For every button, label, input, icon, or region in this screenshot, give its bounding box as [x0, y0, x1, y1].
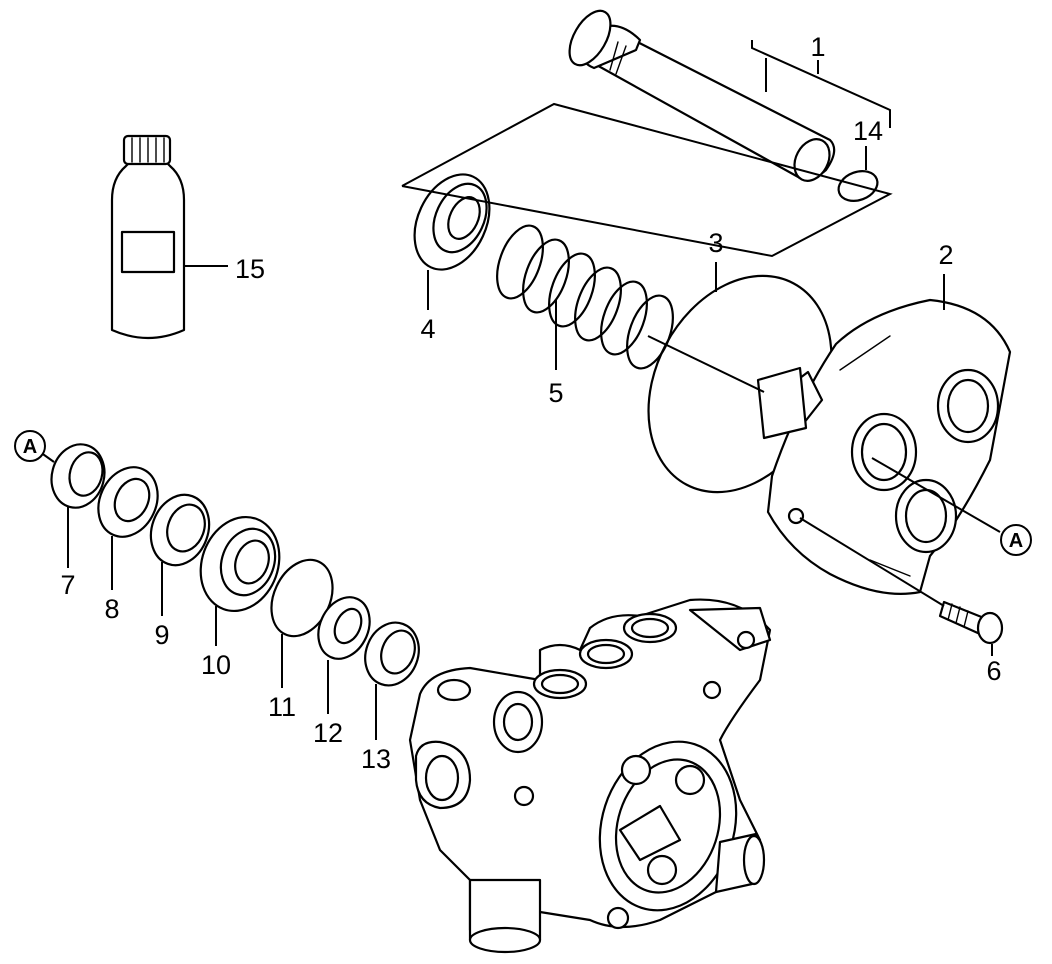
- callout-12: 12: [313, 718, 343, 748]
- seal-10-part: [199, 515, 281, 613]
- piston-part: [568, 9, 836, 182]
- seal-7-part: [50, 443, 106, 509]
- callout-14: 14: [853, 116, 883, 146]
- marker-a-right-label: A: [1009, 530, 1023, 552]
- leader-center-axis: [647, 335, 765, 393]
- seal-13-part: [364, 621, 420, 687]
- marker-a-left-label: A: [23, 436, 37, 458]
- leader-bracket-4-14: [401, 102, 893, 258]
- oil-bottle-part: [110, 134, 186, 340]
- callout-4: 4: [420, 314, 435, 344]
- small-o-ring-part: [837, 170, 879, 202]
- leader-a-right: [871, 457, 1001, 533]
- leader-1: [751, 40, 891, 128]
- callout-1: 1: [810, 32, 825, 62]
- callout-10: 10: [201, 650, 231, 680]
- callout-11: 11: [268, 692, 296, 722]
- screw-part: [938, 600, 1004, 645]
- seal-9-part: [149, 493, 211, 567]
- reference-marker-a-left: A: [14, 430, 46, 462]
- callout-7: 7: [60, 570, 75, 600]
- swash-plate-part: [756, 298, 1012, 595]
- callout-6: 6: [986, 656, 1001, 686]
- spring-part: [496, 224, 674, 370]
- callout-13: 13: [361, 744, 391, 774]
- callout-5: 5: [548, 378, 563, 408]
- reference-marker-a-right: A: [1000, 524, 1032, 556]
- washer-12-part: [317, 596, 371, 660]
- callout-9: 9: [154, 620, 169, 650]
- pump-housing-part: [408, 598, 772, 954]
- callout-15: 15: [235, 254, 265, 284]
- callout-2: 2: [938, 240, 953, 270]
- washer-8-part: [97, 466, 159, 538]
- leader-screw-axis: [799, 517, 945, 607]
- callout-8: 8: [104, 594, 119, 624]
- callout-3: 3: [708, 228, 723, 258]
- callout-labels: 1 14 15 3 2 4 5 6 7 8 9 10 11 12 13: [60, 32, 1001, 774]
- leader-lines: [39, 40, 1001, 740]
- seal-ring-part: [413, 173, 491, 271]
